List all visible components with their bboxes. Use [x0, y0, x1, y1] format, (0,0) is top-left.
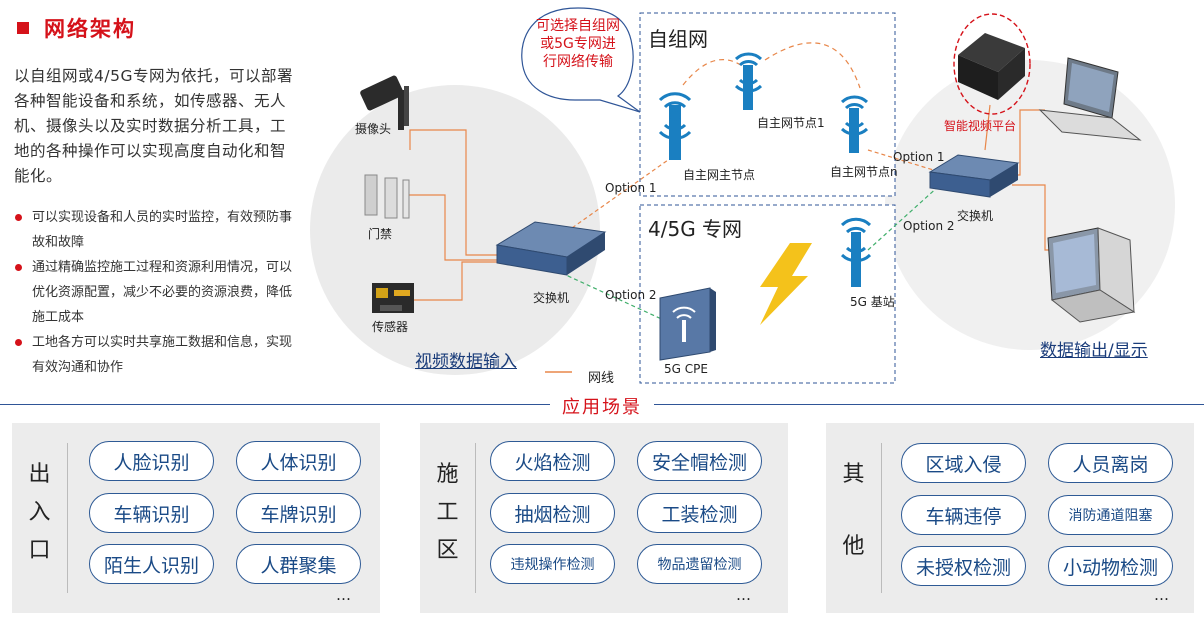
title-marker: [17, 22, 29, 34]
panel-separator: [475, 443, 476, 593]
video-platform-label: 智能视频平台: [944, 119, 1017, 133]
switch-right-label: 交换机: [957, 209, 994, 223]
scenario-item: 人脸识别: [89, 441, 214, 481]
switch-left-label: 交换机: [533, 291, 570, 305]
option1-right-line: [867, 149, 941, 173]
panel-label: 他: [842, 534, 865, 559]
scenario-item: 人体识别: [236, 441, 361, 481]
gate-icon: [364, 174, 410, 219]
option2-right-line: [867, 184, 941, 251]
bullet-text: 工地各方可以实时共享施工数据和信息，实现有效沟通和协作: [32, 335, 293, 375]
scenario-item: 小动物检测: [1048, 546, 1173, 586]
option1-right-label: Option 1: [893, 150, 945, 164]
laptop-icon: [1038, 57, 1142, 141]
scenario-panel-other: 其 他 区域入侵 人员离岗 车辆违停 消防通道阻塞 未授权检测 小动物检测 …: [826, 423, 1194, 613]
scenario-item: 人员离岗: [1048, 443, 1173, 483]
scenario-item: 人群聚集: [236, 544, 361, 584]
callout-bubble: [521, 7, 641, 113]
scenario-item: 物品遗留检测: [637, 544, 762, 584]
scenario-item: 工装检测: [637, 493, 762, 533]
mesh-network-title: 自组网: [648, 27, 708, 51]
camera-icon: [360, 75, 409, 130]
platform-highlight: [953, 13, 1031, 115]
panel-label: 其: [842, 462, 865, 487]
more-ellipsis: …: [736, 586, 751, 604]
cpe-device-icon: [659, 287, 716, 361]
scenario-item: 车辆违停: [901, 495, 1026, 535]
cable-legend-label: 网线: [588, 371, 615, 386]
panel-separator: [67, 443, 68, 593]
lightning-icon: [760, 243, 812, 325]
scenario-item: 抽烟检测: [490, 493, 615, 533]
gate-label: 门禁: [368, 227, 393, 241]
panel-label: 区: [436, 538, 459, 563]
bullet-item: 工地各方可以实时共享施工数据和信息，实现有效沟通和协作: [14, 330, 304, 380]
page-title: 网络架构: [44, 17, 136, 41]
option1-left-label: Option 1: [605, 181, 657, 195]
mesh-node-n-label: 自主网节点n: [830, 165, 898, 179]
scenario-panel-entrance: 出 入 口 人脸识别 人体识别 车辆识别 车牌识别 陌生人识别 人群聚集 …: [12, 423, 380, 613]
scenario-item: 车辆识别: [89, 493, 214, 533]
panel-label: 施: [436, 462, 459, 487]
base-station-label: 5G 基站: [850, 295, 895, 309]
sensor-label: 传感器: [372, 320, 409, 334]
panel-separator: [881, 443, 882, 593]
bullet-dot: [15, 339, 22, 346]
bullet-list: 可以实现设备和人员的实时监控，有效预防事故和故障 通过精确监控施工过程和资源利用…: [14, 205, 304, 380]
more-ellipsis: …: [336, 586, 351, 604]
sensor-icon: [372, 283, 414, 313]
scenario-item: 陌生人识别: [89, 544, 214, 584]
switch-right-icon: [928, 154, 1020, 198]
switch-left-icon: [495, 221, 607, 276]
private-network-title: 4/5G 专网: [648, 217, 743, 241]
scenarios-title: 应用场景: [550, 397, 654, 418]
mesh-node-1-label: 自主网节点1: [757, 116, 825, 130]
scenario-panel-construction: 施 工 区 火焰检测 安全帽检测 抽烟检测 工装检测 违规操作检测 物品遗留检测…: [420, 423, 788, 613]
scenario-item: 违规操作检测: [490, 544, 615, 584]
intro-paragraph: 以自组网或4/5G专网为依托，可以部署各种智能设备和系统，如传感器、无人机、摄像…: [14, 67, 293, 185]
video-platform-icon: [958, 33, 1025, 100]
scenario-item: 火焰检测: [490, 441, 615, 481]
bullet-dot: [15, 214, 22, 221]
output-zone-label: 数据输出/显示: [1040, 341, 1148, 361]
scenarios-heading: 应用场景: [0, 393, 1204, 419]
callout-text: 可选择自组网或5G专网进行网络传输: [536, 18, 620, 70]
bullet-item: 可以实现设备和人员的实时监控，有效预防事故和故障: [14, 205, 304, 255]
bullet-text: 通过精确监控施工过程和资源利用情况，可以优化资源配置，减少不必要的资源浪费，降低…: [32, 260, 293, 325]
scenario-item: 消防通道阻塞: [1048, 495, 1173, 535]
option1-left-line: [554, 159, 669, 241]
scenario-item: 车牌识别: [236, 493, 361, 533]
option2-right-label: Option 2: [903, 219, 955, 233]
input-zone-label: 视频数据输入: [415, 352, 517, 372]
scenario-item: 安全帽检测: [637, 441, 762, 481]
bullet-item: 通过精确监控施工过程和资源利用情况，可以优化资源配置，减少不必要的资源浪费，降低…: [14, 255, 304, 330]
panel-label: 出: [28, 462, 51, 487]
mesh-main-node-label: 自主网主节点: [683, 168, 756, 182]
desktop-computer-icon: [1047, 227, 1136, 323]
bullet-text: 可以实现设备和人员的实时监控，有效预防事故和故障: [32, 210, 293, 250]
panel-label: 入: [28, 500, 51, 525]
more-ellipsis: …: [1154, 586, 1169, 604]
bullet-dot: [15, 264, 22, 271]
camera-label: 摄像头: [355, 122, 392, 136]
scenario-item: 未授权检测: [901, 546, 1026, 586]
panel-label: 口: [28, 538, 51, 563]
cpe-label: 5G CPE: [664, 362, 708, 376]
cable-lines: [408, 129, 500, 301]
scenario-item: 区域入侵: [901, 443, 1026, 483]
network-diagram: [310, 7, 1175, 384]
panel-label: 工: [436, 500, 459, 525]
option2-left-label: Option 2: [605, 288, 657, 302]
